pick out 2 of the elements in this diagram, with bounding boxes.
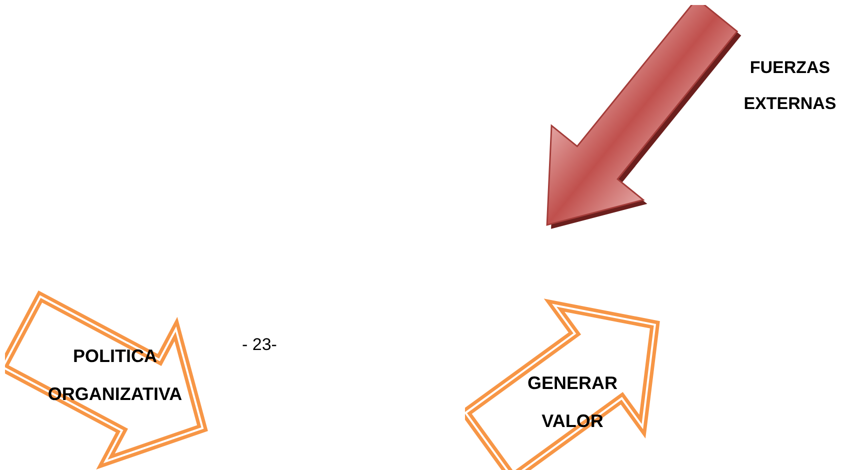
arrow-label: FUERZAS EXTERNAS bbox=[742, 57, 838, 115]
page-number: - 23- bbox=[242, 334, 277, 356]
